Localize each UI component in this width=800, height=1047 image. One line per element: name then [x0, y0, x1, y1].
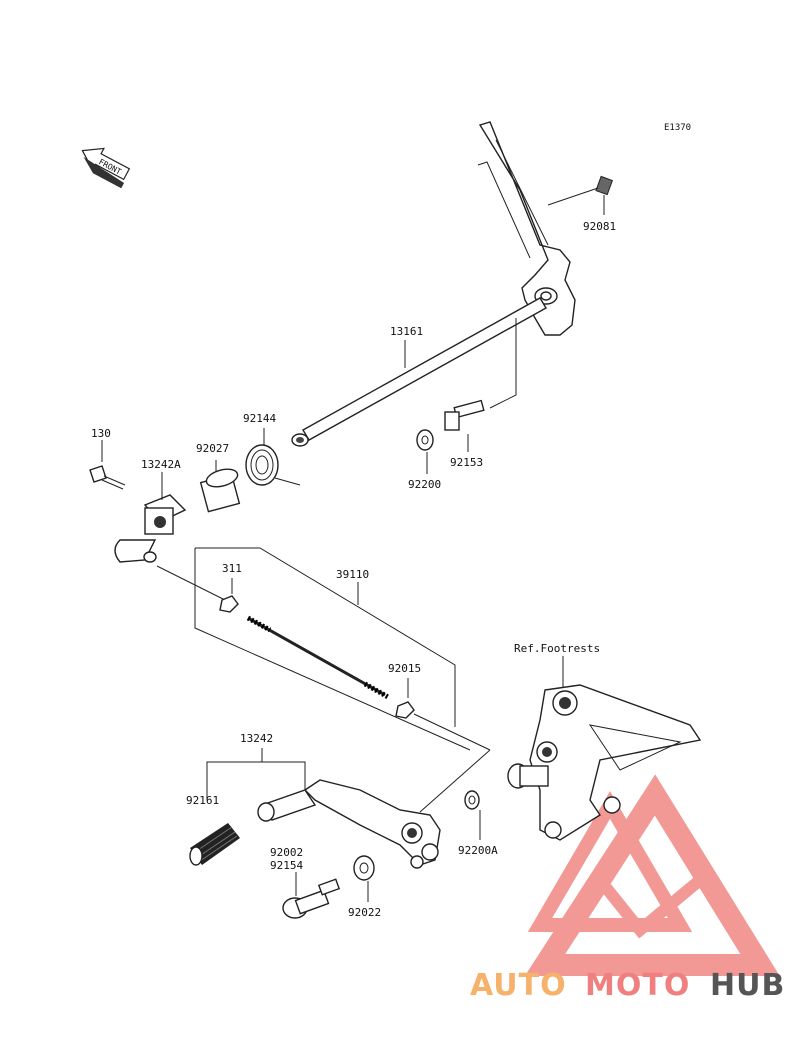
label-311: 311	[222, 562, 242, 575]
shift-arm	[477, 121, 576, 336]
diagram-code: E1370	[664, 123, 691, 133]
label-92015: 92015	[388, 662, 421, 675]
label-13242A: 13242A	[141, 458, 181, 471]
label-130: 130	[91, 427, 111, 440]
pivot-bolt-92002	[282, 878, 341, 919]
reference-label: Ref.Footrests	[514, 642, 600, 655]
label-92154: 92154	[270, 859, 303, 872]
label-92161: 92161	[186, 794, 219, 807]
spring-pin-92081	[595, 175, 614, 215]
watermark-hub: HUB	[710, 968, 785, 1003]
shift-shaft-13161	[291, 297, 547, 447]
watermark-text: AUTO MOTO HUB	[470, 968, 785, 1003]
watermark-auto: AUTO	[470, 968, 567, 1003]
pedal-rubber-92161	[189, 823, 240, 866]
tie-rod	[246, 615, 390, 700]
watermark-logo	[524, 774, 780, 976]
label-92200A: 92200A	[458, 844, 498, 857]
label-13161: 13161	[390, 325, 423, 338]
nut-92015	[395, 701, 415, 719]
return-spring-92144	[245, 444, 301, 486]
front-arrow-icon: FRONT	[81, 147, 131, 189]
bolt-130	[89, 465, 126, 490]
label-92081: 92081	[583, 220, 616, 233]
label-92153: 92153	[450, 456, 483, 469]
clamp-lever-13242A	[114, 494, 187, 563]
footrest-bracket	[507, 684, 702, 841]
label-92200: 92200	[408, 478, 441, 491]
label-13242: 13242	[240, 732, 273, 745]
bolt-92153	[444, 399, 485, 431]
label-92002: 92002	[270, 846, 303, 859]
label-39110: 39110	[336, 568, 369, 581]
label-92027: 92027	[196, 442, 229, 455]
watermark-moto: MOTO	[585, 968, 690, 1003]
shift-pedal-13242	[257, 779, 441, 869]
label-92144: 92144	[243, 412, 276, 425]
collar-92027	[199, 468, 241, 513]
label-92022: 92022	[348, 906, 381, 919]
nut-311	[219, 595, 239, 613]
